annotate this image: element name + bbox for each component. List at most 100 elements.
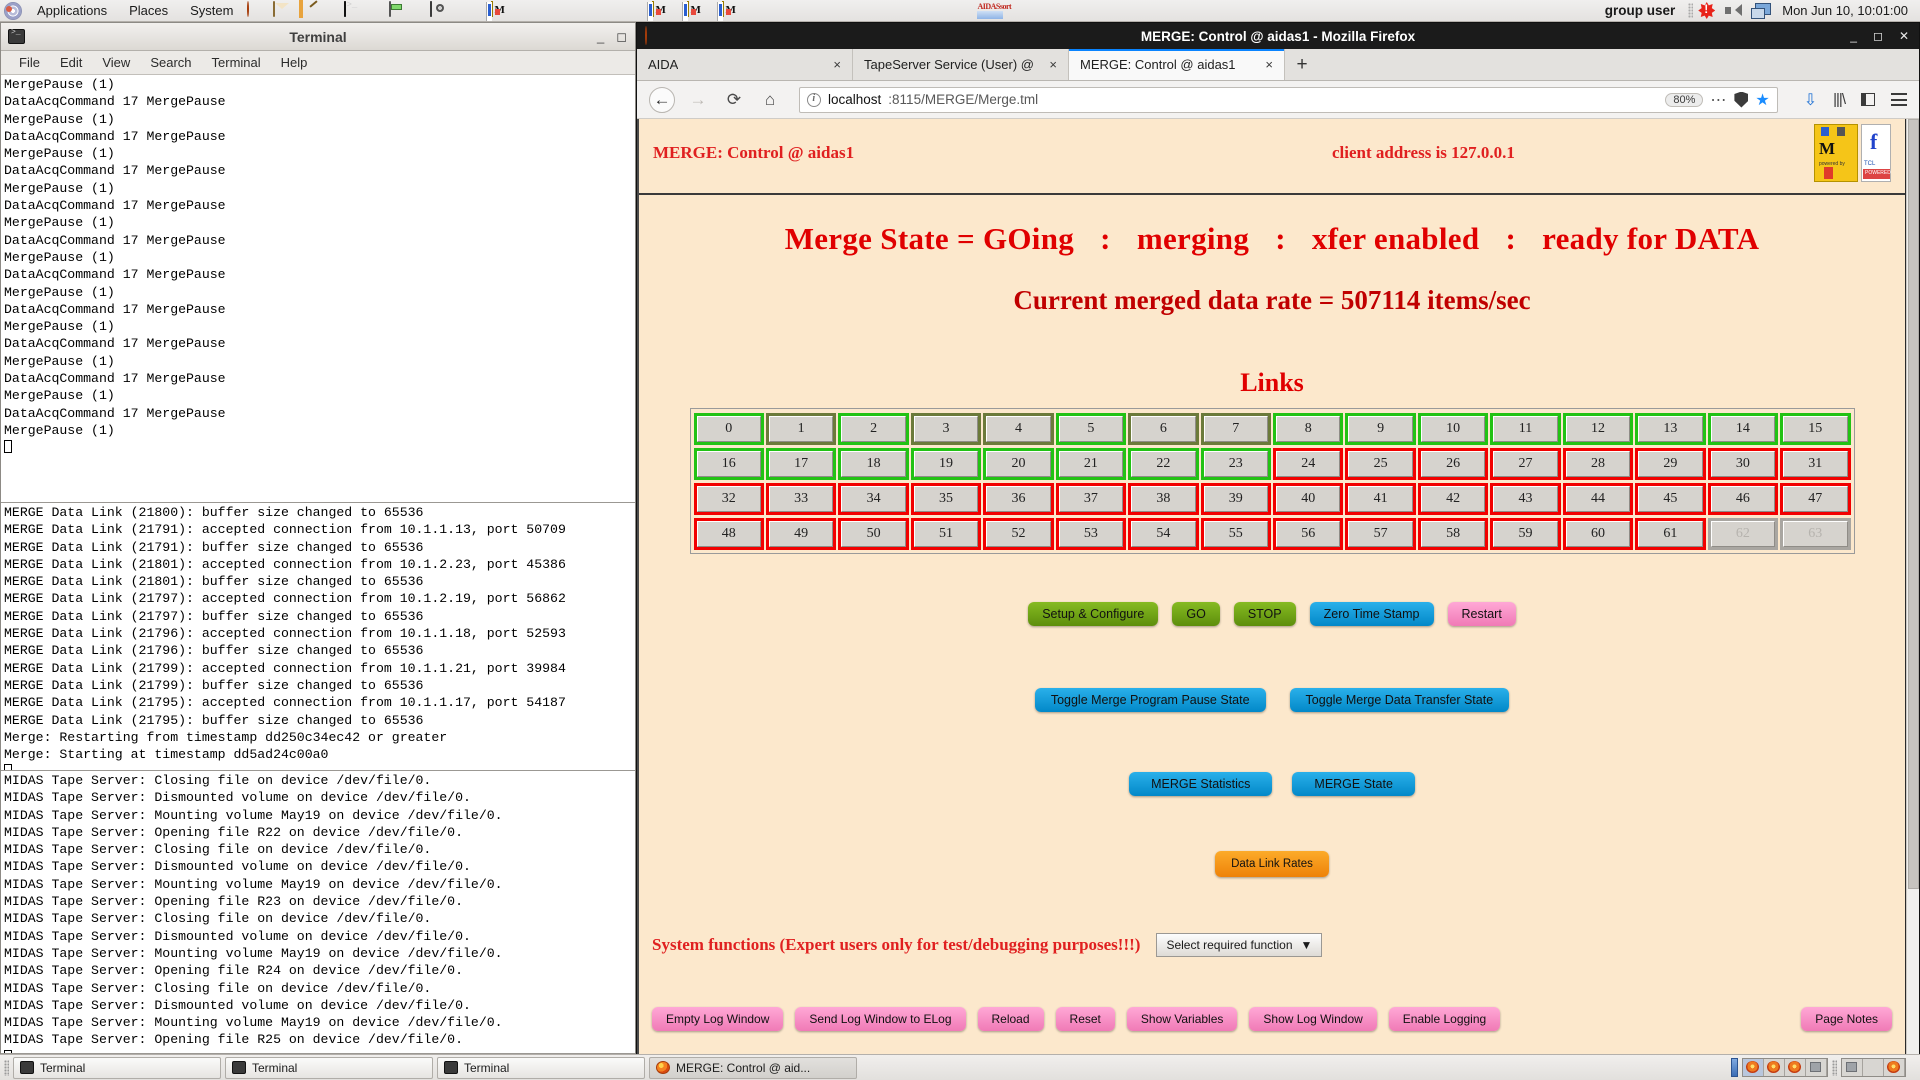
calculator-launcher-icon[interactable] bbox=[389, 2, 409, 20]
bookmark-star-icon[interactable]: ★ bbox=[1755, 90, 1769, 110]
menu-terminal[interactable]: Terminal bbox=[202, 55, 271, 70]
button-show-log-window[interactable]: Show Log Window bbox=[1249, 1007, 1376, 1031]
clock[interactable]: Mon Jun 10, 10:01:00 bbox=[1770, 3, 1920, 18]
firefox-navigation-bar[interactable]: ← → ⟳ ⌂ localhost :8115/MERGE/Merge.tml … bbox=[637, 81, 1919, 119]
link-cell-23[interactable]: 23 bbox=[1201, 448, 1271, 480]
system-function-select[interactable]: Select required function ▼ bbox=[1156, 933, 1322, 957]
link-cell-63[interactable]: 63 bbox=[1780, 518, 1850, 550]
tab-close-icon[interactable]: × bbox=[833, 57, 841, 72]
midas-launcher-icon-1[interactable] bbox=[491, 2, 511, 20]
link-cell-22[interactable]: 22 bbox=[1128, 448, 1198, 480]
volume-icon[interactable] bbox=[1724, 3, 1742, 19]
terminal-minimize-button[interactable]: _ bbox=[597, 29, 604, 45]
button-reload[interactable]: Reload bbox=[978, 1007, 1044, 1031]
link-cell-34[interactable]: 34 bbox=[838, 483, 908, 515]
link-cell-26[interactable]: 26 bbox=[1418, 448, 1488, 480]
workspace-7[interactable] bbox=[1884, 1059, 1905, 1076]
new-tab-button[interactable]: + bbox=[1285, 49, 1319, 80]
link-cell-49[interactable]: 49 bbox=[766, 518, 836, 550]
link-cell-5[interactable]: 5 bbox=[1056, 413, 1126, 445]
link-cell-11[interactable]: 11 bbox=[1490, 413, 1560, 445]
button-merge-statistics[interactable]: MERGE Statistics bbox=[1129, 772, 1272, 796]
zoom-level-badge[interactable]: 80% bbox=[1665, 93, 1703, 107]
firefox-close-button[interactable]: ✕ bbox=[1899, 29, 1909, 43]
terminal-pane-tapeserver[interactable]: MIDAS Tape Server: Closing file on devic… bbox=[1, 771, 635, 1054]
link-cell-53[interactable]: 53 bbox=[1056, 518, 1126, 550]
terminal-menubar[interactable]: File Edit View Search Terminal Help bbox=[1, 51, 635, 75]
button-toggle-merge-data-transfer-state[interactable]: Toggle Merge Data Transfer State bbox=[1290, 688, 1510, 712]
button-reset[interactable]: Reset bbox=[1056, 1007, 1115, 1031]
aidassort-launcher-icon[interactable]: AIDASsort bbox=[977, 2, 1007, 20]
reload-icon[interactable]: ⟳ bbox=[721, 87, 747, 113]
link-cell-33[interactable]: 33 bbox=[766, 483, 836, 515]
link-cell-59[interactable]: 59 bbox=[1490, 518, 1560, 550]
link-cell-54[interactable]: 54 bbox=[1128, 518, 1198, 550]
link-cell-43[interactable]: 43 bbox=[1490, 483, 1560, 515]
link-cell-3[interactable]: 3 bbox=[911, 413, 981, 445]
tab-close-icon[interactable]: × bbox=[1049, 57, 1057, 72]
link-cell-12[interactable]: 12 bbox=[1563, 413, 1633, 445]
link-cell-2[interactable]: 2 bbox=[838, 413, 908, 445]
link-cell-8[interactable]: 8 bbox=[1273, 413, 1343, 445]
link-cell-36[interactable]: 36 bbox=[983, 483, 1053, 515]
link-cell-15[interactable]: 15 bbox=[1780, 413, 1850, 445]
firefox-launcher-icon[interactable] bbox=[247, 2, 267, 20]
link-cell-39[interactable]: 39 bbox=[1201, 483, 1271, 515]
link-cell-17[interactable]: 17 bbox=[766, 448, 836, 480]
taskbar-item-3[interactable]: Terminal bbox=[437, 1057, 645, 1079]
sidebar-icon[interactable] bbox=[1861, 93, 1875, 106]
link-cell-13[interactable]: 13 bbox=[1635, 413, 1705, 445]
link-cell-4[interactable]: 4 bbox=[983, 413, 1053, 445]
gnome-logo-icon[interactable] bbox=[4, 2, 22, 20]
link-cell-31[interactable]: 31 bbox=[1780, 448, 1850, 480]
page-scrollbar[interactable] bbox=[1906, 119, 1919, 1055]
button-data-link-rates[interactable]: Data Link Rates bbox=[1215, 851, 1329, 877]
taskbar-item-4[interactable]: MERGE: Control @ aid... bbox=[649, 1057, 857, 1079]
button-go[interactable]: GO bbox=[1172, 602, 1219, 626]
menu-applications[interactable]: Applications bbox=[26, 0, 118, 22]
link-cell-7[interactable]: 7 bbox=[1201, 413, 1271, 445]
link-cell-21[interactable]: 21 bbox=[1056, 448, 1126, 480]
site-info-icon[interactable] bbox=[807, 93, 821, 107]
back-icon[interactable]: ← bbox=[649, 87, 675, 113]
downloads-icon[interactable]: ⇩ bbox=[1804, 90, 1817, 110]
firefox-window[interactable]: MERGE: Control @ aidas1 - Mozilla Firefo… bbox=[636, 22, 1920, 1054]
workspace-switcher-left[interactable] bbox=[1742, 1058, 1828, 1077]
menu-search[interactable]: Search bbox=[140, 55, 201, 70]
alert-icon[interactable] bbox=[1698, 2, 1715, 19]
url-bar[interactable]: localhost :8115/MERGE/Merge.tml 80% ⋯ ★ bbox=[799, 87, 1778, 113]
button-zero-time-stamp[interactable]: Zero Time Stamp bbox=[1310, 602, 1434, 626]
link-cell-30[interactable]: 30 bbox=[1708, 448, 1778, 480]
link-cell-42[interactable]: 42 bbox=[1418, 483, 1488, 515]
link-cell-9[interactable]: 9 bbox=[1345, 413, 1415, 445]
link-cell-48[interactable]: 48 bbox=[694, 518, 764, 550]
workspace-3[interactable] bbox=[1785, 1059, 1806, 1076]
button-empty-log-window[interactable]: Empty Log Window bbox=[652, 1007, 783, 1031]
button-send-log-window-to-elog[interactable]: Send Log Window to ELog bbox=[795, 1007, 965, 1031]
midas-launcher-icon-3[interactable] bbox=[687, 2, 707, 20]
link-cell-35[interactable]: 35 bbox=[911, 483, 981, 515]
link-cell-47[interactable]: 47 bbox=[1780, 483, 1850, 515]
link-cell-37[interactable]: 37 bbox=[1056, 483, 1126, 515]
link-cell-32[interactable]: 32 bbox=[694, 483, 764, 515]
tab-merge-control[interactable]: MERGE: Control @ aidas1 × bbox=[1069, 49, 1285, 80]
link-cell-27[interactable]: 27 bbox=[1490, 448, 1560, 480]
link-cell-16[interactable]: 16 bbox=[694, 448, 764, 480]
link-cell-40[interactable]: 40 bbox=[1273, 483, 1343, 515]
link-cell-1[interactable]: 1 bbox=[766, 413, 836, 445]
text-editor-launcher-icon[interactable] bbox=[299, 2, 319, 20]
midas-launcher-icon-4[interactable] bbox=[722, 2, 742, 20]
firefox-titlebar[interactable]: MERGE: Control @ aidas1 - Mozilla Firefo… bbox=[637, 23, 1919, 49]
firefox-tabbar[interactable]: AIDA × TapeServer Service (User) @ × MER… bbox=[637, 49, 1919, 81]
menu-file[interactable]: File bbox=[9, 55, 50, 70]
menu-system[interactable]: System bbox=[179, 0, 244, 22]
taskbar-item-2[interactable]: Terminal bbox=[225, 1057, 433, 1079]
workspace-5[interactable] bbox=[1842, 1059, 1863, 1076]
workspace-indicator-icon[interactable] bbox=[1731, 1058, 1738, 1077]
button-merge-state[interactable]: MERGE State bbox=[1292, 772, 1415, 796]
page-scrollbar-thumb[interactable] bbox=[1908, 119, 1919, 889]
page-actions-icon[interactable]: ⋯ bbox=[1710, 90, 1727, 110]
terminal-maximize-button[interactable]: ◻ bbox=[616, 29, 627, 45]
network-icon[interactable] bbox=[1751, 3, 1770, 19]
library-icon[interactable]: |||\ bbox=[1833, 91, 1845, 108]
